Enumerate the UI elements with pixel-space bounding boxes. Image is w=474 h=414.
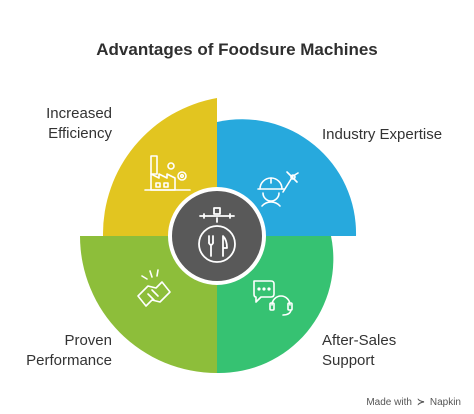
label-line: Proven (64, 332, 112, 349)
page-title: Advantages of Foodsure Machines (96, 40, 378, 59)
napkin-attribution[interactable]: Made with ≻ Napkin (366, 397, 461, 408)
support-chat-icon (253, 280, 293, 316)
factory-icon (144, 155, 191, 191)
label-line: Industry Expertise (322, 126, 443, 143)
label-increased-efficiency: Increased Efficiency (46, 104, 112, 144)
handshake-icon (137, 269, 171, 307)
label-after-sales-support: After-Sales Support (322, 331, 396, 371)
center-circle (168, 187, 266, 285)
label-line: Support (322, 352, 375, 369)
label-line: After-Sales (322, 332, 397, 349)
label-line: Efficiency (48, 125, 112, 142)
napkin-logo-icon: ≻ (416, 397, 426, 408)
fork-knife-icon (198, 207, 236, 263)
label-line: Increased (46, 105, 112, 122)
label-line: Performance (26, 352, 112, 369)
label-proven-performance: Proven Performance (26, 331, 112, 371)
attribution-prefix: Made with (366, 397, 412, 408)
label-industry-expertise: Industry Expertise (322, 125, 442, 145)
attribution-brand: Napkin (429, 397, 461, 408)
engineer-icon (257, 171, 299, 207)
